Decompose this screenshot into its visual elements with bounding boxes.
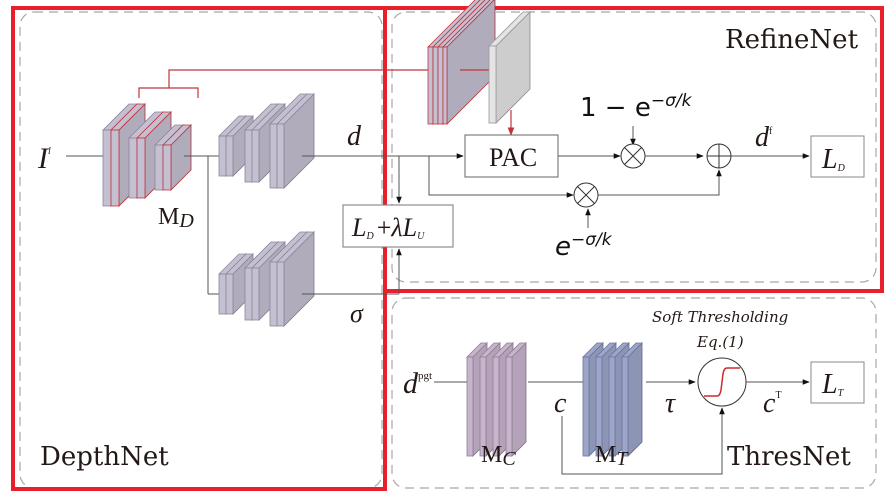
input-image-label: Il: [37, 142, 51, 175]
mc-label: MC: [481, 442, 516, 470]
refine-loss-box: [810, 135, 865, 178]
confidence-label: c: [554, 388, 567, 419]
refinenet-region-outline: [391, 11, 877, 283]
sigma-decoder-blocks: [218, 231, 315, 327]
refine-loss-label: LD: [821, 144, 846, 175]
sigma-label: σ: [350, 299, 364, 328]
pac-label: PAC: [489, 143, 537, 172]
thres-loss-box: [810, 361, 865, 404]
depth-decoder-blocks: [218, 93, 315, 189]
mt-blocks: [582, 342, 643, 457]
depthnet-region-outline: [19, 11, 383, 489]
kernel-layer: [488, 11, 531, 124]
thresnet-region-outline: [391, 297, 877, 489]
depth-skip-line: [428, 156, 574, 198]
decoder-layer: [276, 93, 315, 189]
md-label: MD: [158, 204, 194, 232]
confidence-skip-line: [561, 407, 725, 475]
mc-blocks: [466, 342, 527, 457]
mt-label: MT: [595, 442, 629, 470]
bottom-mult-to-add-line: [598, 169, 722, 196]
multiply-node-bottom: [573, 182, 599, 208]
feature-bracket: [138, 69, 432, 98]
pseudo-gt-label: dpgt: [403, 367, 432, 400]
refinenet-label: RefineNet: [725, 25, 859, 55]
multiply-node-top: [620, 143, 646, 169]
thresnet-label: ThresNet: [727, 442, 851, 472]
guidance-feature-blocks: [427, 0, 496, 125]
refined-depth-label: df: [755, 122, 773, 153]
md-encoder-blocks: [102, 103, 192, 207]
pac-box: [464, 134, 559, 178]
threshold-label: τ: [665, 388, 676, 419]
depth-label: d: [347, 121, 362, 152]
mt-layer: [621, 342, 643, 457]
encoder-layer-highlighted: [162, 124, 192, 191]
bottom-weight-label: e−σ/k: [555, 230, 613, 262]
refinenet-highlight-border: [385, 6, 884, 293]
add-node: [706, 143, 732, 169]
top-weight-label: 1 − e−σ/k: [580, 91, 693, 123]
soft-threshold-eq: Eq.(1): [696, 333, 744, 351]
thresholded-conf-label: cT: [763, 388, 782, 419]
soft-threshold-node: [697, 357, 747, 407]
sigmoid-curve-icon: [704, 367, 740, 397]
guidance-layer: [442, 0, 496, 125]
soft-threshold-title: Soft Thresholding: [652, 308, 788, 326]
combined-loss-box: [342, 204, 454, 248]
adaptive-kernel-block: [488, 11, 531, 124]
depthnet-label: DepthNet: [40, 442, 169, 472]
mc-layer: [505, 342, 527, 457]
thres-loss-label: LT: [821, 369, 845, 400]
depthnet-highlight-border: [11, 6, 387, 491]
decoder-layer: [276, 231, 315, 327]
combined-loss-label: LD+λLU: [351, 213, 425, 242]
